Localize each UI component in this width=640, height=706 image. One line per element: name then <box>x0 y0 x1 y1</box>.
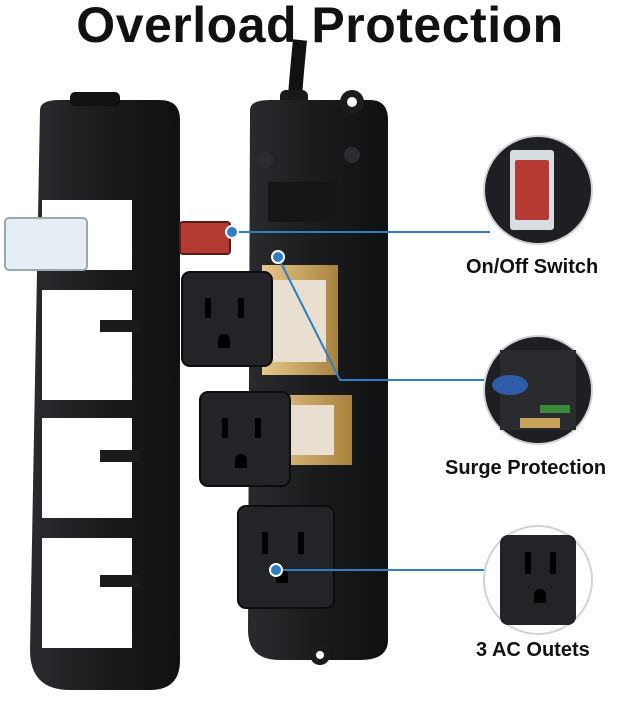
ac-outlet <box>199 391 291 487</box>
callout-dots <box>225 225 285 577</box>
on-off-switch-label: On/Off Switch <box>466 256 599 278</box>
ac-outlet <box>237 505 335 609</box>
switch-detail-inset <box>483 135 593 245</box>
ac-outlets-label: 3 AC Outets <box>476 639 590 661</box>
callout-lines <box>232 231 500 571</box>
clear-switch-cover <box>4 217 88 271</box>
surge-protection-label: Surge Protection <box>445 457 607 479</box>
page-title: Overload Protection <box>76 0 564 53</box>
ac-outlet <box>181 271 273 367</box>
on-off-switch <box>179 221 231 255</box>
outlet-detail-inset <box>483 525 593 635</box>
surge-detail-inset <box>483 335 593 445</box>
top-cover <box>30 92 180 690</box>
